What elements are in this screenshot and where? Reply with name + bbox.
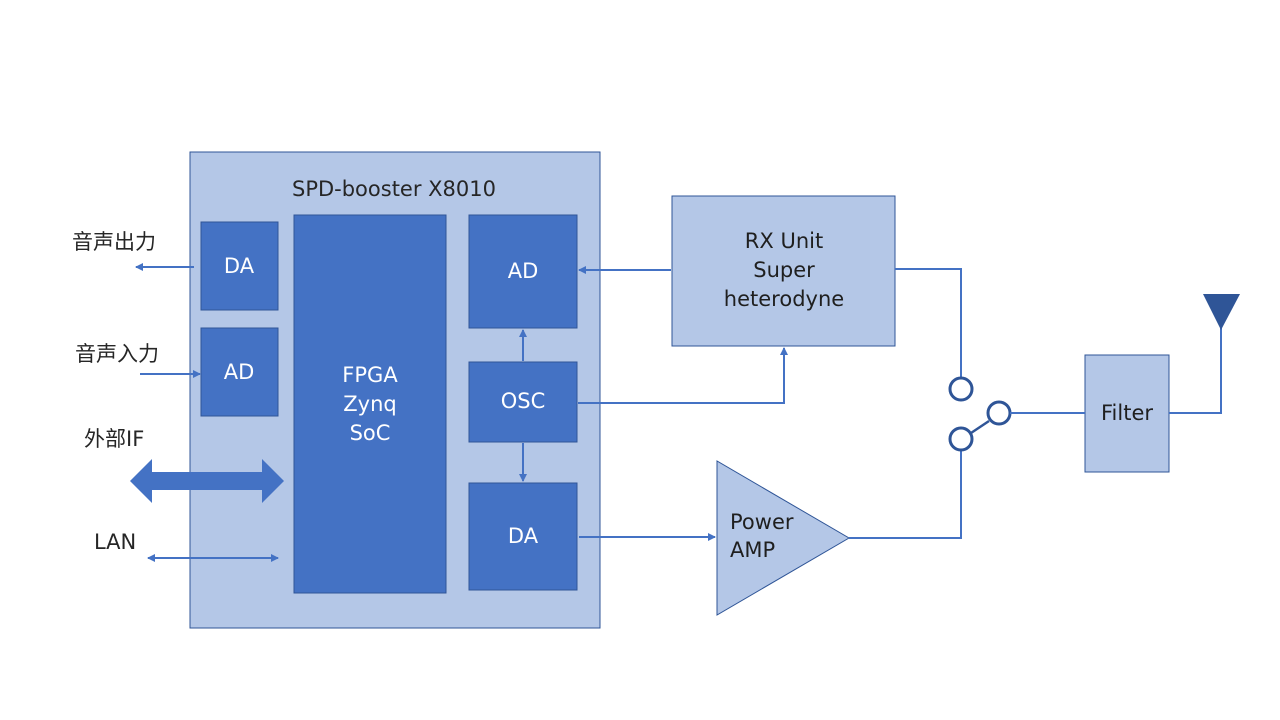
audio-da-label: DA: [224, 254, 255, 278]
osc-to-rx-arrow: [578, 347, 788, 404]
fpga-label-line2: Zynq: [343, 392, 396, 416]
power-amp-block: [716, 460, 850, 616]
power-amp-label-line2: AMP: [730, 538, 775, 562]
rx-unit-block: [671, 195, 896, 347]
fpga-label-line1: FPGA: [342, 363, 398, 387]
rx-unit-label-line1: RX Unit: [745, 229, 823, 253]
audio-da-block: [200, 221, 279, 311]
fpga-label-line3: SoC: [350, 421, 391, 445]
power-amp-label-line1: Power: [730, 510, 794, 534]
audio-out-label: 音声出力: [72, 230, 156, 254]
audio-in-label: 音声入力: [75, 342, 159, 366]
ext-if-double-arrow: [130, 459, 284, 503]
osc-label: OSC: [501, 389, 546, 413]
rx-ad-label: AD: [508, 259, 539, 283]
rx-unit-label-line2: Super: [753, 258, 815, 282]
rx-to-switch-line: [895, 268, 962, 377]
filter-to-antenna-line: [1169, 318, 1222, 414]
fpga-block: [293, 214, 447, 594]
rx-unit-label-line3: heterodyne: [724, 287, 844, 311]
audio-ad-block: [200, 327, 279, 417]
amp-to-switch-line: [849, 451, 962, 539]
audio-ad-label: AD: [224, 360, 255, 384]
lan-label: LAN: [94, 530, 136, 554]
antenna-icon: [1203, 294, 1240, 330]
filter-label: Filter: [1101, 401, 1153, 425]
tx-da-block: [468, 482, 578, 591]
rx-ad-block: [468, 214, 578, 329]
filter-block: [1084, 354, 1170, 473]
rf-switch-icon: [948, 376, 1012, 452]
board-title: SPD-booster X8010: [292, 177, 496, 201]
osc-block: [468, 361, 578, 443]
ext-if-label: 外部IF: [84, 427, 144, 451]
tx-da-label: DA: [508, 524, 539, 548]
